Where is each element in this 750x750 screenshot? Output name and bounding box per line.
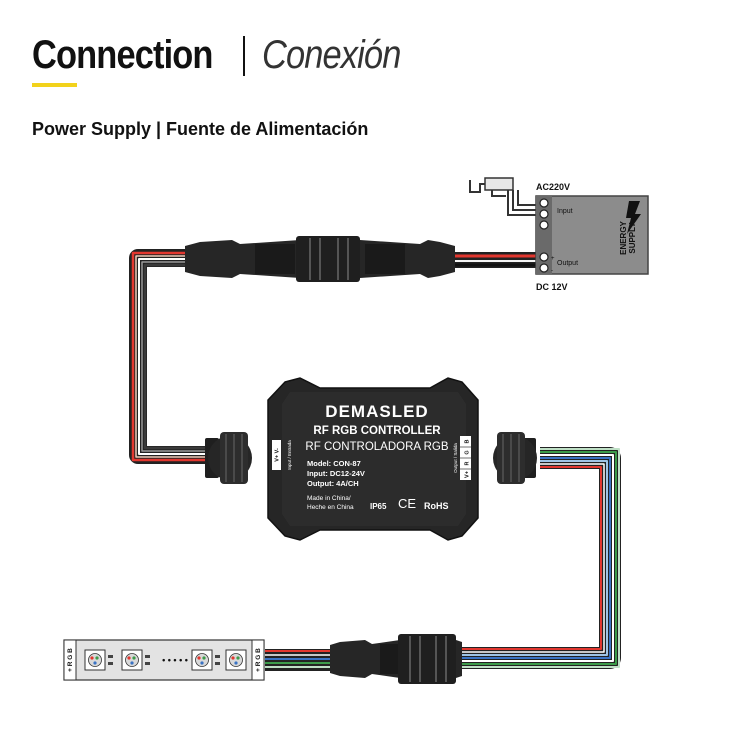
controller-input: Input: DC12-24V [307, 469, 365, 478]
right-port-pin-v-plus: V+ [465, 471, 471, 478]
terminal-ac-n [539, 209, 549, 219]
left-port-label: Input / Entrada [287, 440, 292, 470]
led-strip: + R G B + R G B • • • • • [63, 639, 265, 681]
terminal-v-minus [539, 263, 549, 273]
dc-voltage-label: DC 12V [536, 282, 568, 292]
supply-minus-sign: - [551, 268, 553, 274]
controller-name-es: RF CONTROLADORA RGB [305, 441, 448, 453]
lightning-bolt-icon [626, 201, 641, 234]
terminal-ac-l [539, 198, 549, 208]
terminal-ground [539, 220, 549, 230]
right-port-pin-g: G [465, 450, 471, 454]
power-supply: Input Output + - ENERGY SUPPLY AC220V DC… [469, 177, 649, 292]
supply-brand-line2: SUPPLY [628, 222, 637, 254]
led-chip [121, 649, 150, 671]
strip-ellipsis: • • • • • [162, 655, 188, 665]
controller-name-en: RF RGB CONTROLLER [313, 425, 441, 437]
controller-model: Model: CON-87 [307, 459, 361, 468]
rohs-mark: RoHS [424, 501, 449, 511]
led-chip [191, 649, 220, 671]
controller-brand: DEMASLED [325, 402, 428, 421]
rgb-controller: DEMASLED RF RGB CONTROLLER RF CONTROLADO… [205, 377, 537, 541]
right-port-pin-r: R [465, 461, 471, 465]
top-inline-connector [185, 236, 455, 282]
supply-output-label: Output [557, 260, 578, 267]
ac-plug [484, 177, 514, 191]
bottom-inline-connector [330, 634, 462, 684]
supply-output-cable [455, 252, 545, 268]
ce-mark-icon: CE [398, 496, 416, 511]
page-title: Connection [32, 32, 213, 77]
controller-made-in-es: Heche en China [307, 504, 354, 511]
ac-voltage-label: AC220V [536, 182, 570, 192]
strip-right-pins: + R G B [255, 648, 262, 672]
supply-brand-line1: ENERGY [619, 220, 628, 254]
title-separator [243, 36, 245, 76]
title-row: Connection [32, 30, 242, 80]
section-subtitle: Power Supply | Fuente de Alimentación [32, 119, 369, 139]
strip-left-pins: + R G B [67, 648, 74, 672]
supply-input-label: Input [557, 208, 573, 215]
terminal-v-plus [539, 252, 549, 262]
controller-made-in-en: Made in China/ [307, 495, 351, 502]
title-underline [32, 83, 77, 87]
right-port-pin-b: B [465, 439, 471, 443]
ip-rating: IP65 [370, 502, 387, 511]
left-port-pin-box [272, 440, 281, 470]
page-title-translation: Conexión [262, 33, 401, 77]
right-port-label: Output / Salida [453, 443, 458, 473]
led-chip [225, 649, 247, 671]
input-cable [129, 249, 210, 464]
led-chip [84, 649, 113, 671]
left-port-pins: V+ V- [275, 448, 281, 462]
supply-plus-sign: + [551, 256, 555, 262]
output-cable [460, 447, 621, 669]
strip-cable [265, 649, 330, 671]
controller-output: Output: 4A/CH [307, 479, 359, 488]
